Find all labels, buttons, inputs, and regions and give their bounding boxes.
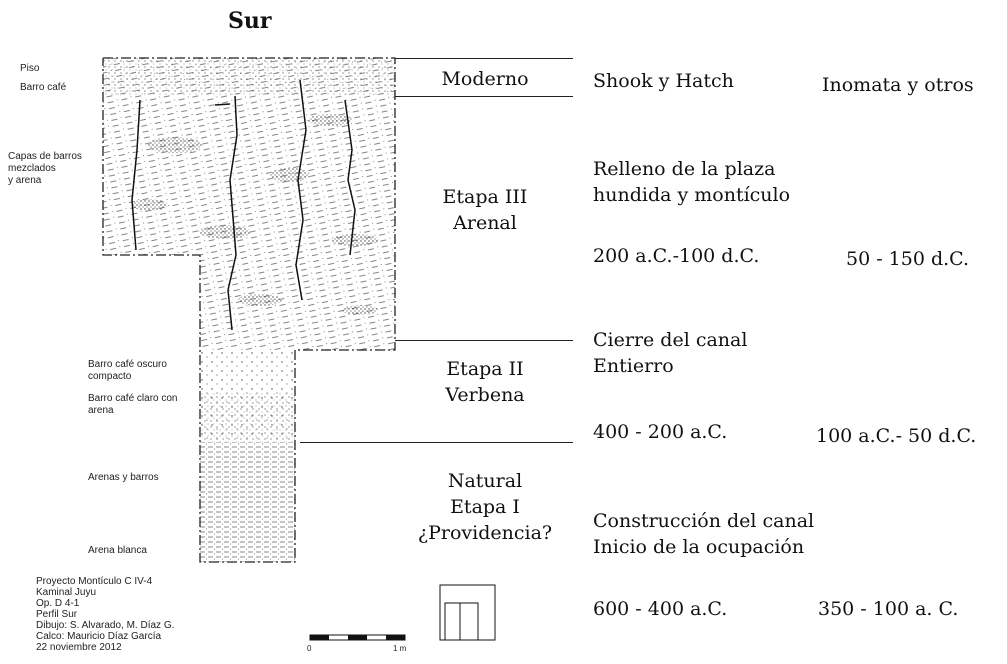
scale-label-start: 0 — [307, 644, 312, 653]
date-etapa1-inomata: 350 - 100 a. C. — [818, 598, 959, 620]
label-capas: Capas de barros mezclados y arena — [8, 151, 82, 186]
layer-barro-claro — [200, 392, 295, 442]
label-arenas-barros: Arenas y barros — [88, 472, 159, 483]
cracks — [131, 79, 356, 331]
date-etapa2-shook: 400 - 200 a.C. — [593, 421, 728, 443]
divider-line-moderno — [395, 96, 573, 97]
description-etapa1: Construcción del canal Inicio de la ocup… — [593, 510, 815, 558]
label-arena-blanca: Arena blanca — [88, 545, 147, 556]
dense-sand-lenses — [132, 114, 379, 315]
excavation-outline — [102, 57, 396, 563]
header-inomata: Inomata y otros — [822, 74, 974, 96]
drawing-credits: Proyecto Montículo C IV-4 Kaminal Juyu O… — [36, 576, 175, 653]
date-etapa3-inomata: 50 - 150 d.C. — [846, 248, 970, 270]
description-etapa2: Cierre del canal Entierro — [593, 329, 748, 377]
divider-line-top — [395, 58, 573, 59]
heading-sur: Sur — [228, 8, 272, 34]
phase-etapa1: Natural Etapa I ¿Providencia? — [417, 470, 553, 544]
phase-etapa3: Etapa III Arenal — [442, 186, 528, 234]
label-barro-oscuro: Barro café oscuro compacto — [88, 359, 167, 382]
phase-moderno: Moderno — [441, 68, 529, 90]
date-etapa1-shook: 600 - 400 a.C. — [593, 598, 728, 620]
date-etapa3-shook: 200 a.C.-100 d.C. — [593, 245, 760, 267]
scale-label-end: 1 m — [393, 644, 407, 653]
date-etapa2-inomata: 100 a.C.- 50 d.C. — [816, 425, 977, 447]
divider-line-etapa2 — [300, 442, 573, 443]
divider-line-etapa3 — [395, 340, 573, 341]
phase-etapa2: Etapa II Verbena — [445, 358, 525, 406]
description-etapa3: Relleno de la plaza hundida y montículo — [593, 158, 791, 206]
scale-bar — [309, 634, 406, 641]
label-piso: Piso — [20, 63, 40, 74]
key-plan-icon — [439, 584, 496, 641]
label-barro-cafe: Barro café — [20, 82, 67, 93]
layer-etapa1 — [200, 442, 295, 562]
header-shook-hatch: Shook y Hatch — [593, 70, 734, 92]
label-barro-claro: Barro café claro con arena — [88, 393, 178, 416]
layer-moderno — [103, 58, 395, 96]
